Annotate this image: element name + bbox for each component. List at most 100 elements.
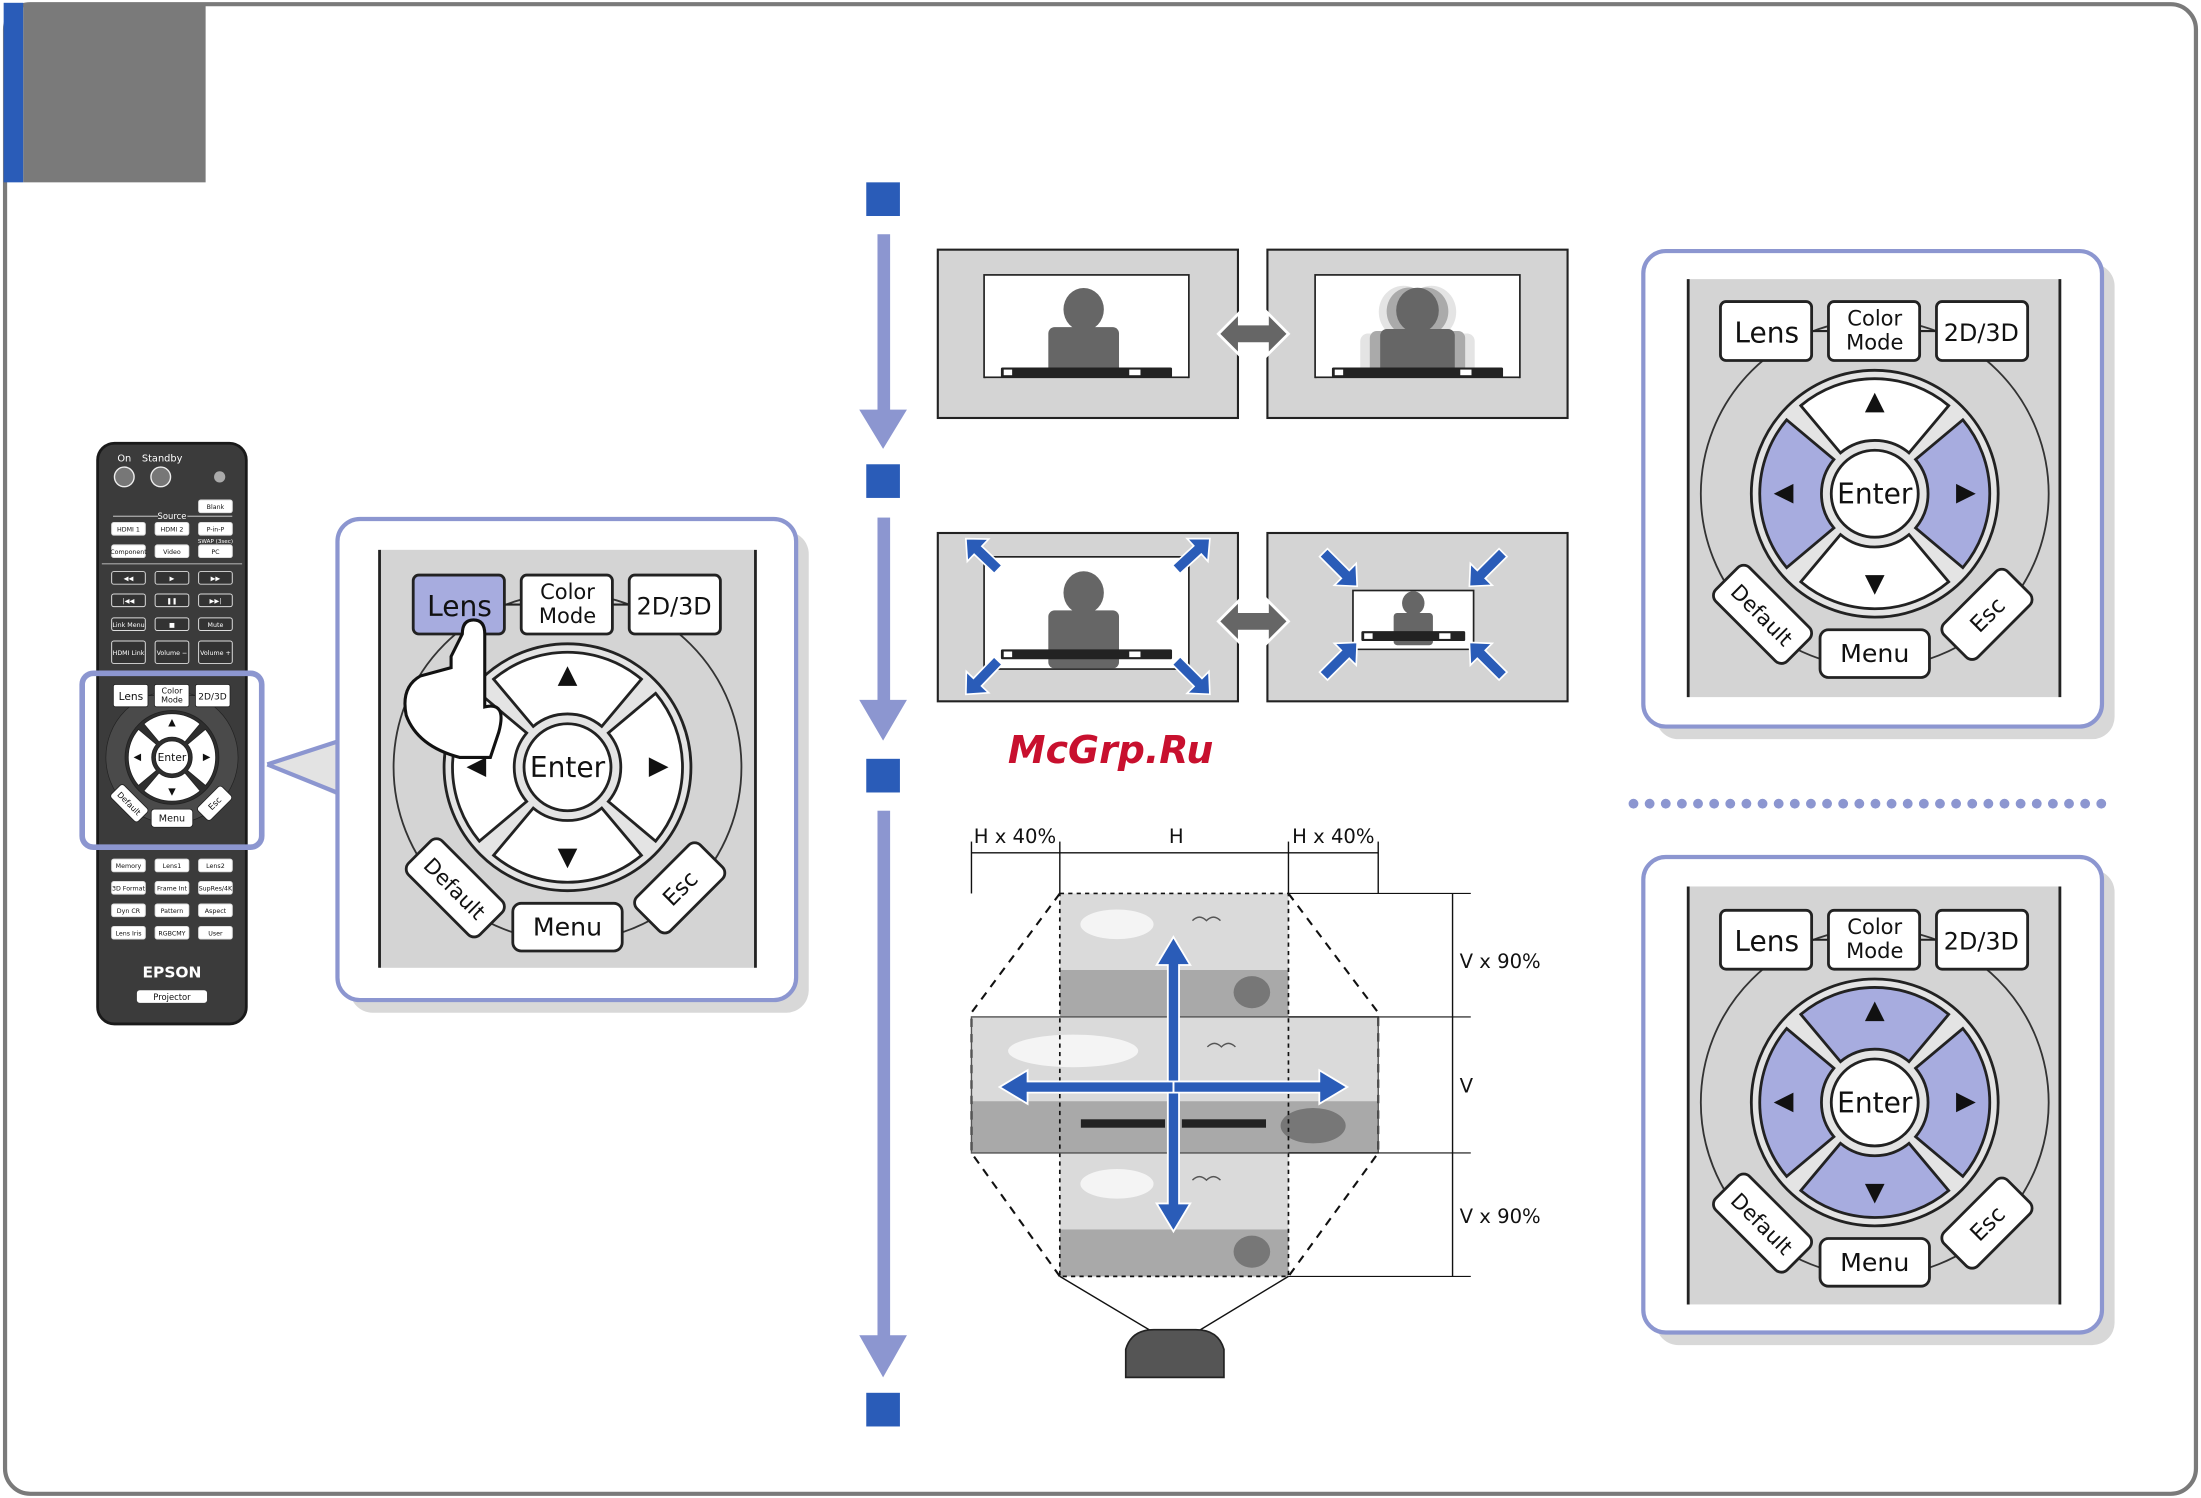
- light-button[interactable]: [214, 471, 226, 483]
- menu-button[interactable]: Menu: [1818, 1237, 1931, 1288]
- remote-button[interactable]: [111, 925, 146, 940]
- remote-button[interactable]: [198, 903, 233, 918]
- arrow-left-button[interactable]: [1758, 1026, 1836, 1179]
- triangle-down-icon: [557, 848, 578, 869]
- arrow-right-button[interactable]: [1913, 1026, 1992, 1179]
- remote-button[interactable]: [154, 858, 190, 873]
- dim-label: H x 40%: [974, 825, 1056, 848]
- remote-button[interactable]: [111, 593, 146, 608]
- remote-button[interactable]: [154, 881, 190, 895]
- blue-arrow-icon: [964, 655, 1004, 696]
- remote-button[interactable]: [154, 925, 190, 940]
- 2d3d-button[interactable]: [194, 683, 231, 708]
- triangle-left-icon: [133, 753, 142, 762]
- arrow-up-button[interactable]: [491, 650, 644, 729]
- color-mode-button[interactable]: [1827, 908, 1922, 971]
- remote-button[interactable]: [111, 521, 146, 536]
- lens-button[interactable]: [1719, 908, 1814, 971]
- remote-button-label: Memory: [116, 863, 142, 870]
- remote-button[interactable]: [154, 544, 190, 559]
- remote-button[interactable]: [111, 640, 146, 664]
- default-button-shape: [404, 837, 506, 939]
- color-mode-button[interactable]: [1827, 300, 1922, 362]
- arrow-left-button[interactable]: [1758, 417, 1836, 570]
- remote-button[interactable]: [154, 571, 190, 585]
- remote-button[interactable]: [111, 881, 146, 895]
- osd-bar: [1331, 367, 1504, 378]
- remote-button[interactable]: [154, 593, 190, 608]
- osd-icon: [1460, 369, 1472, 376]
- arrow-right-button[interactable]: [606, 691, 684, 844]
- triangle-left-icon: [1773, 1092, 1794, 1113]
- remote-button[interactable]: [198, 925, 233, 940]
- remote-button[interactable]: [198, 858, 233, 873]
- standby-button[interactable]: [150, 466, 172, 488]
- swap-label: SWAP (3sec): [198, 539, 233, 545]
- remote-button-label: Link Menu: [112, 622, 144, 629]
- power-on-button[interactable]: [113, 466, 135, 488]
- remote-button[interactable]: [198, 521, 233, 536]
- arrow-shape: [1154, 1083, 1192, 1234]
- mask: [1354, 650, 1473, 665]
- remote-button[interactable]: [111, 858, 146, 873]
- dot: [2031, 798, 2042, 809]
- remote-button[interactable]: [198, 617, 233, 631]
- menu-button[interactable]: Menu: [150, 808, 194, 828]
- remote-button[interactable]: [111, 903, 146, 918]
- remote-button[interactable]: [198, 571, 233, 585]
- remote-button[interactable]: [154, 640, 190, 664]
- triangle-left-icon: [466, 757, 487, 778]
- menu-button-label: Menu: [159, 813, 185, 824]
- enter-label: Enter: [530, 751, 606, 784]
- remote-button[interactable]: [198, 881, 233, 895]
- remote-button-label: P-in-P: [207, 527, 225, 534]
- brand-logo: EPSON: [143, 964, 202, 982]
- color-mode-label: Color: [1847, 914, 1902, 939]
- 2d3d-button[interactable]: [1935, 908, 2030, 971]
- remote-button[interactable]: [198, 544, 233, 559]
- arrow-down-button[interactable]: [491, 806, 644, 884]
- triangle-right-icon: [648, 757, 669, 778]
- lens-button[interactable]: [411, 573, 506, 636]
- color-mode-button[interactable]: [153, 683, 190, 708]
- arrow-down-button[interactable]: [143, 772, 201, 802]
- arrow-right-button[interactable]: [186, 728, 217, 787]
- arrow-up-button[interactable]: [1798, 986, 1951, 1064]
- color-mode-button[interactable]: [519, 573, 614, 636]
- remote-button[interactable]: [154, 521, 190, 536]
- remote-button[interactable]: [154, 617, 190, 631]
- lens-button[interactable]: [112, 683, 149, 708]
- arrow-left-button[interactable]: [127, 728, 158, 787]
- esc-button[interactable]: Esc: [631, 839, 728, 936]
- remote-button[interactable]: [111, 617, 146, 631]
- enter-button[interactable]: [155, 740, 189, 775]
- arrow-up-button[interactable]: [1798, 377, 1951, 455]
- color-mode-label: Color: [540, 579, 595, 604]
- osd-bar: [1000, 649, 1173, 660]
- mask: [985, 377, 1188, 417]
- esc-button[interactable]: Esc: [1938, 1174, 2035, 1271]
- remote-button[interactable]: [198, 640, 233, 664]
- esc-button[interactable]: Esc: [196, 785, 233, 822]
- menu-button[interactable]: Menu: [511, 901, 624, 953]
- arrow-right-button[interactable]: [1913, 417, 1992, 570]
- enter-button[interactable]: [1829, 448, 1920, 539]
- remote-button[interactable]: [198, 593, 233, 608]
- menu-button[interactable]: Menu: [1818, 628, 1931, 679]
- remote-button[interactable]: [111, 544, 146, 559]
- 2d3d-button[interactable]: [627, 573, 722, 636]
- remote-button[interactable]: [111, 571, 146, 585]
- lens-button[interactable]: [1719, 300, 1814, 362]
- esc-button-shape: [197, 785, 233, 821]
- esc-button[interactable]: Esc: [1938, 566, 2035, 663]
- enter-button[interactable]: [522, 722, 613, 813]
- arrow-up-button[interactable]: [143, 713, 201, 743]
- flow-arrows: [859, 234, 907, 1378]
- 2d3d-button[interactable]: [1935, 300, 2030, 362]
- remote-button[interactable]: [198, 499, 233, 514]
- arrow-down-button[interactable]: [1798, 532, 1951, 611]
- dot: [1644, 798, 1655, 809]
- arrow-down-button[interactable]: [1798, 1141, 1951, 1219]
- remote-button[interactable]: [154, 903, 190, 918]
- enter-button[interactable]: [1829, 1057, 1920, 1148]
